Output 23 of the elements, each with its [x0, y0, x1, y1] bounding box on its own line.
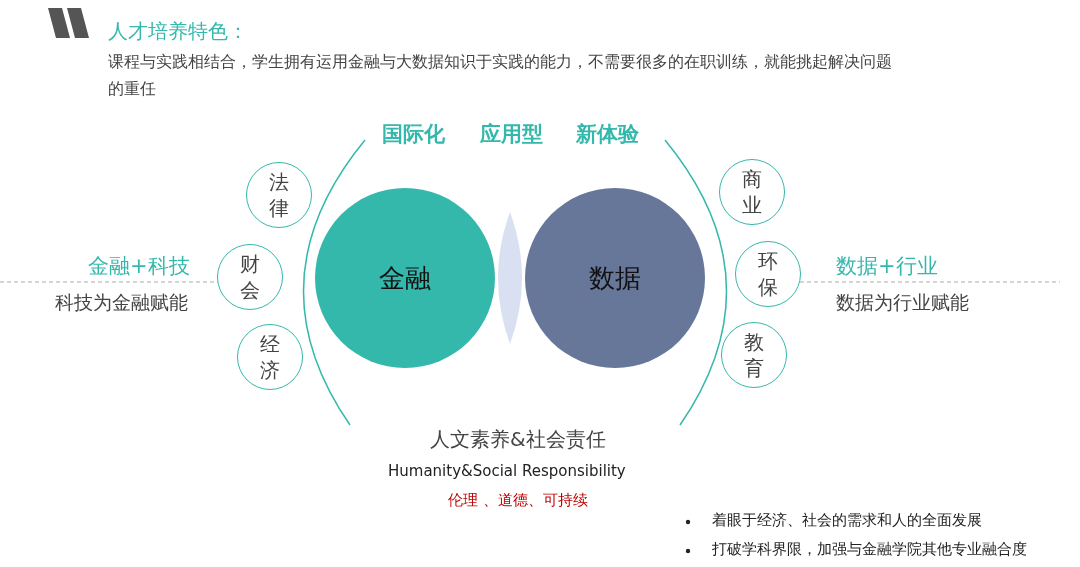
caption-text: 人文素养&社会责任: [430, 426, 606, 453]
paragraph: 课程与实践相结合，学生拥有运用金融与大数据知识于实践的能力，不需要很多的在职训练，就能挑起解决问题的重任: [108, 51, 893, 100]
side-text: 数据为行业赋能: [836, 290, 969, 315]
side-text: 科技为金融赋能: [55, 290, 188, 315]
topic-circle: 商业: [719, 159, 785, 225]
topic-circle: 教育: [721, 322, 787, 388]
field-circle: 数据: [525, 188, 705, 368]
heading: 人才培养特色：: [108, 18, 248, 45]
side-heading: 数据+行业: [836, 253, 938, 280]
topic-circle: 环保: [735, 241, 801, 307]
emphasis-text: 国际化: [382, 121, 445, 148]
topic-circle: 财会: [217, 244, 283, 310]
caption-text: 伦理 、道德、可持续: [448, 491, 588, 510]
lens-shape: [498, 212, 522, 344]
bullet-text: 打破学科界限，加强与金融学院其他专业融合度: [712, 540, 1027, 559]
topic-circle: 法律: [246, 162, 312, 228]
bullet-text: 着眼于经济、社会的需求和人的全面发展: [712, 511, 982, 530]
topic-circle: 经济: [237, 324, 303, 390]
caption-text: Humanity&Social Responsibility: [388, 462, 626, 480]
emphasis-text: 新体验: [576, 121, 639, 148]
field-circle: 金融: [315, 188, 495, 368]
emphasis-text: 应用型: [480, 121, 543, 148]
side-heading: 金融+科技: [88, 253, 190, 280]
